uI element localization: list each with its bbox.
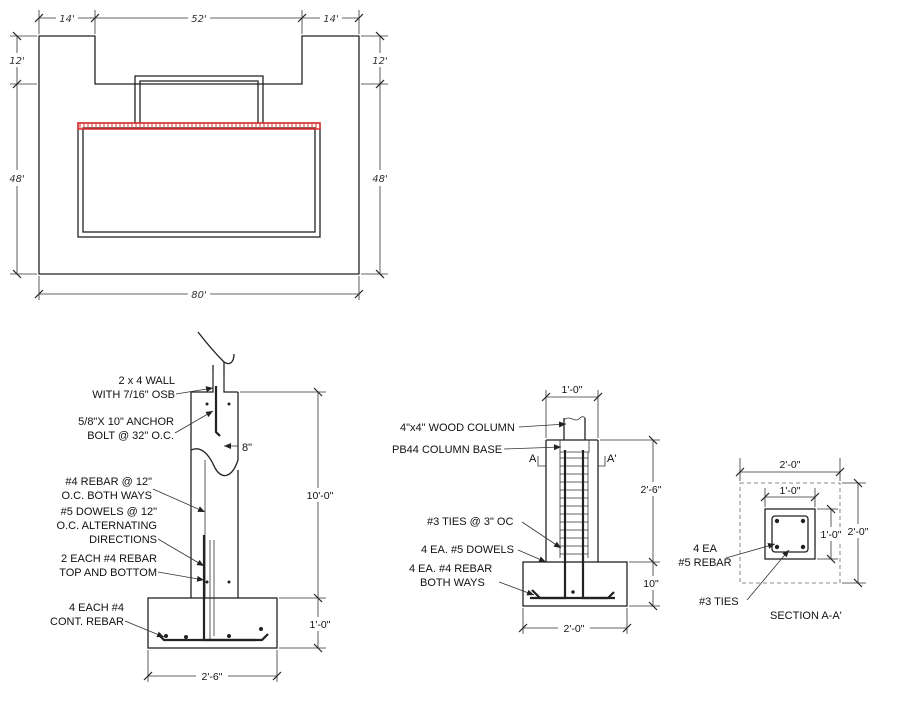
section-tie: [771, 515, 809, 553]
label-cont-rebar-a: 4 EACH #4: [69, 602, 124, 614]
dim-column-footing-depth: 10": [643, 578, 659, 590]
column-ties: [559, 452, 589, 558]
anchor-bolt: [214, 386, 221, 437]
label-anchor-b: BOLT @ 32" O.C.: [87, 430, 174, 442]
plan-inner-walls: [77, 75, 321, 238]
plan-outline: [38, 35, 360, 275]
dim-left-top: 12': [9, 56, 24, 67]
label-rebar-a: #4 REBAR @ 12": [65, 476, 152, 488]
cut-mark-right: A': [607, 453, 616, 465]
dim-bottom: 80': [191, 290, 206, 301]
label-cont-rebar-b: CONT. REBAR: [50, 616, 124, 628]
label-section-rebar-a: 4 EA: [693, 543, 718, 555]
dim-wall-footing-depth: 1'-0": [310, 619, 331, 631]
dim-top-left: 14': [59, 14, 74, 25]
label-column-base: PB44 COLUMN BASE: [392, 444, 502, 456]
label-section-rebar-b: #5 REBAR: [678, 557, 731, 569]
label-dowels-b: O.C. ALTERNATING: [57, 520, 157, 532]
dim-section-inner-width: 1'-0": [780, 485, 801, 497]
dim-wall-height: 10'-0": [307, 490, 334, 502]
cut-mark-left: A: [529, 453, 537, 465]
label-section-ties: #3 TIES: [699, 596, 739, 608]
column-section: A A' 4"x4" WOOD COLUMN PB44 COLUMN BASE …: [392, 384, 668, 635]
dim-left-main: 48': [9, 174, 24, 185]
label-dowels-c: DIRECTIONS: [89, 534, 157, 546]
plan-right-dimensions: 12' 48': [361, 31, 388, 279]
plan-top-dimensions: 14' 52' 14': [34, 10, 364, 34]
label-top-bottom-a: 2 EACH #4 REBAR: [61, 553, 157, 565]
label-ties: #3 TIES @ 3" OC: [427, 516, 513, 528]
section-pier: [764, 508, 816, 560]
wall-break-top: [197, 331, 235, 365]
dim-wall-thickness: 8": [242, 442, 252, 454]
label-rebar-b: O.C. BOTH WAYS: [62, 490, 152, 502]
plan-left-dimensions: 12' 48': [9, 31, 37, 279]
dim-pier-width: 1'-0": [562, 384, 583, 396]
dim-pier-height: 2'-6": [641, 484, 662, 496]
foundation-plan: 14' 52' 14' 12' 48' 12' 48': [9, 10, 388, 301]
section-aa: 2'-0" 1'-0" 1'-0" 2'-0" 4 EA #5 REBAR #3…: [678, 458, 873, 622]
dim-section-outer-height: 2'-0": [848, 526, 869, 538]
label-anchor-a: 5/8"X 10" ANCHOR: [78, 416, 174, 428]
plan-bottom-dimension: 80': [34, 276, 364, 301]
highlighted-wall: [77, 122, 321, 130]
wall-footing: [147, 597, 278, 649]
dim-wall-footing-width: 2'-6": [202, 671, 223, 683]
label-dowels: 4 EA. #5 DOWELS: [421, 544, 514, 556]
dim-column-footing-width: 2'-0": [564, 623, 585, 635]
dim-top-mid: 52': [191, 14, 206, 25]
label-rebar-a: 4 EA. #4 REBAR: [409, 563, 492, 575]
dim-right-top: 12': [372, 56, 387, 67]
column-footing: [522, 561, 628, 607]
label-dowels-a: #5 DOWELS @ 12": [61, 506, 157, 518]
label-rebar-b: BOTH WAYS: [420, 577, 485, 589]
label-wood-column: 4"x4" WOOD COLUMN: [400, 422, 515, 434]
dim-section-inner-height: 1'-0": [821, 529, 842, 541]
dim-right-main: 48': [372, 174, 387, 185]
wall-section: 2 x 4 WALL WITH 7/16" OSB 5/8"X 10" ANCH…: [50, 331, 342, 683]
dim-section-outer-width: 2'-0": [780, 459, 801, 471]
label-wall-b: WITH 7/16" OSB: [92, 389, 175, 401]
dim-top-right: 14': [323, 14, 338, 25]
label-wall-a: 2 x 4 WALL: [119, 375, 175, 387]
section-title: SECTION A-A': [770, 610, 842, 622]
label-top-bottom-b: TOP AND BOTTOM: [59, 567, 157, 579]
